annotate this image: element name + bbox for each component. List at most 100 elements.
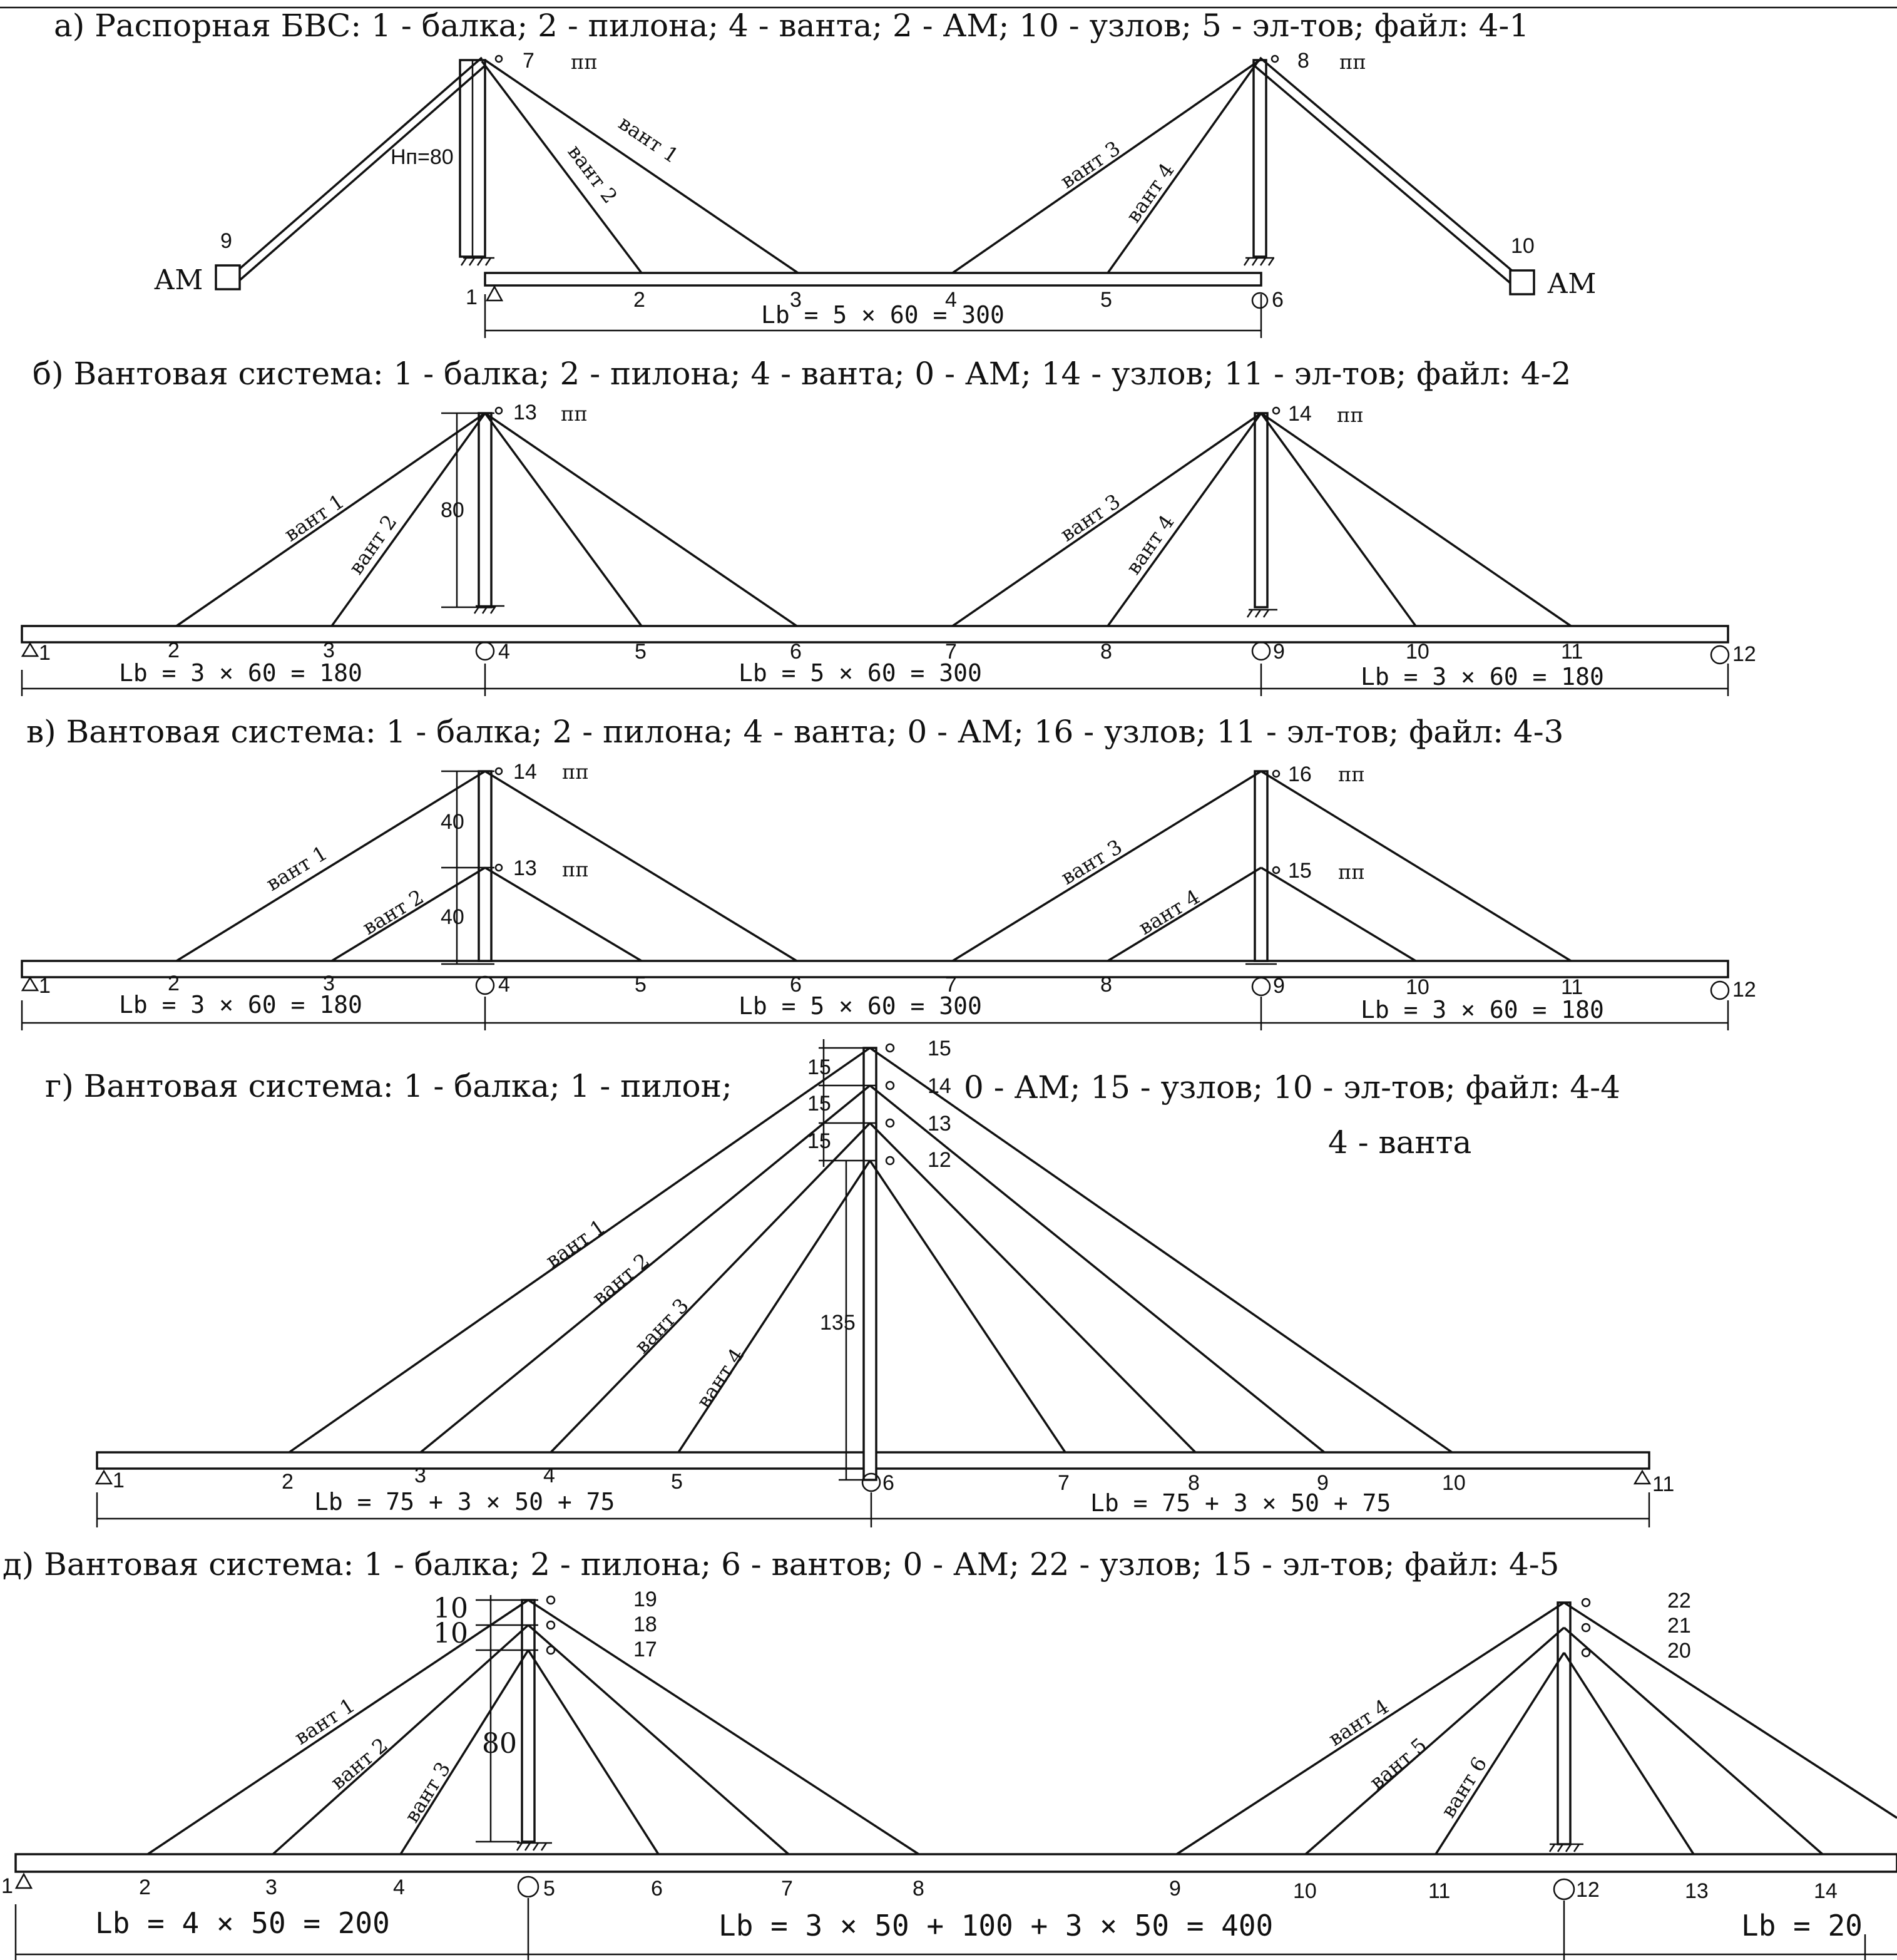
panel-d-pylon-right — [1557, 1601, 1572, 1845]
panel-v-deck — [21, 960, 1729, 978]
panel-v-title: в) Вантовая система: 1 - балка; 2 - пило… — [26, 714, 1563, 750]
cable — [1563, 1626, 1824, 1855]
cable-label: вант 2 — [563, 140, 623, 208]
span-dimension: Lb = 5 × 60 = 300 — [761, 301, 1005, 329]
panel-v: в) Вантовая система: 1 - балка; 2 - пило… — [21, 714, 1756, 1030]
cable-label: вант 4 — [1135, 885, 1204, 940]
height-label: 80 — [482, 1728, 517, 1760]
pp-label: пп — [1339, 50, 1366, 74]
cable-label: вант 2 — [359, 885, 428, 940]
node-label: 4 — [498, 640, 510, 664]
panel-g: г) Вантовая система: 1 - балка; 1 - пило… — [45, 1037, 1674, 1527]
node-label: 4 — [498, 973, 510, 997]
node-label: 22 — [1667, 1589, 1691, 1613]
node-label: 3 — [265, 1875, 277, 1899]
span-dimension: Lb = 3 × 60 = 180 — [1361, 996, 1604, 1024]
pp-label: пп — [562, 760, 589, 784]
node-label: 8 — [1100, 640, 1112, 664]
panel-d-pylon-left — [521, 1599, 536, 1843]
pp-label: пп — [1338, 860, 1365, 884]
node-label: 2 — [282, 1470, 294, 1494]
cable — [1107, 412, 1262, 627]
node-label: 5 — [543, 1877, 555, 1901]
node-label: 5 — [1100, 288, 1112, 312]
node-label: 7 — [523, 49, 534, 73]
pylon-top-node-icon — [1271, 54, 1279, 63]
node-label: 6 — [1272, 288, 1284, 312]
cable — [1260, 770, 1572, 962]
pp-label: пп — [571, 50, 598, 74]
node-label: 12 — [1576, 1878, 1600, 1902]
pylon-top-node-icon — [494, 406, 503, 415]
pinned-support-icon — [95, 1469, 113, 1485]
pylon-top-node-icon — [494, 54, 503, 63]
pylon-node-icon — [885, 1118, 895, 1128]
span-dimension: Lb = 3 × 50 + 100 + 3 × 50 = 400 — [718, 1909, 1273, 1942]
node-label: 9 — [1273, 640, 1285, 664]
pylon-node-icon — [546, 1620, 556, 1630]
roller-support-icon — [475, 641, 495, 661]
node-label: 4 — [543, 1464, 555, 1487]
roller-support-icon — [1553, 1878, 1575, 1901]
pylon-node-icon — [885, 1080, 895, 1090]
cable-label: вант 4 — [692, 1344, 749, 1413]
cable — [527, 1624, 790, 1855]
cable — [289, 1047, 871, 1454]
node-label: 11 — [1428, 1879, 1450, 1903]
height-label: 40 — [441, 905, 464, 929]
span-dimension: Lb = 3 × 60 = 180 — [119, 991, 362, 1018]
cable — [481, 60, 643, 274]
span-dimension: Lb = 75 + 3 × 50 + 75 — [1090, 1489, 1391, 1517]
cable-label: вант 2 — [326, 1733, 392, 1794]
roller-support-icon — [1251, 977, 1271, 997]
anchor-block-icon — [215, 264, 241, 290]
node-label: 6 — [651, 1877, 663, 1901]
node-label: 10 — [1511, 234, 1535, 258]
pinned-support-icon — [1633, 1469, 1652, 1485]
node-label: 13 — [1685, 1879, 1709, 1903]
cable-label: вант 3 — [1056, 136, 1125, 193]
node-label: 15 — [1288, 859, 1312, 883]
cable — [869, 1160, 1066, 1453]
pp-label: пп — [561, 402, 588, 426]
cable — [419, 1084, 871, 1454]
height-label: 135 — [820, 1311, 856, 1335]
cable — [484, 412, 643, 627]
cable-label: вант 1 — [280, 489, 349, 546]
panel-g-title-right: 0 - АМ; 15 - узлов; 10 - эл-тов; файл: 4… — [964, 1069, 1620, 1106]
node-label: 14 — [513, 760, 537, 784]
cable — [330, 412, 486, 627]
panel-g-title-left: г) Вантовая система: 1 - балка; 1 - пило… — [45, 1068, 732, 1104]
node-label: 9 — [1273, 974, 1285, 998]
node-label: 2 — [139, 1875, 151, 1899]
pylon-node-icon — [494, 863, 503, 872]
pylon-node-icon — [1272, 866, 1281, 875]
node-label: 4 — [393, 1875, 405, 1899]
fixed-support-icon — [460, 257, 494, 266]
cable-label: вант 3 — [630, 1293, 693, 1358]
node-label: 2 — [168, 972, 180, 995]
cable — [484, 770, 797, 962]
node-label: 1 — [466, 285, 478, 309]
cable — [147, 1599, 529, 1855]
cable — [399, 1650, 529, 1855]
cable-label: вант 3 — [400, 1758, 456, 1827]
cable-label: вант 2 — [588, 1248, 654, 1310]
back-stay — [235, 64, 487, 284]
node-label: 4 — [945, 288, 957, 312]
height-label: 40 — [441, 810, 464, 834]
node-label: 3 — [323, 639, 335, 662]
panel-a-pylon-right — [1252, 59, 1267, 258]
pylon-height-label: 80 — [441, 498, 464, 522]
pylon-node-icon — [1272, 769, 1281, 778]
pylon-height-label: Нп=80 — [391, 145, 454, 169]
node-label: 6 — [882, 1471, 894, 1495]
cable — [484, 412, 797, 627]
pylon-node-icon — [1581, 1648, 1591, 1658]
cable-label: вант 1 — [541, 1214, 610, 1272]
node-label: 10 — [1442, 1471, 1466, 1495]
node-label: 9 — [220, 229, 232, 253]
node-label: 5 — [635, 973, 647, 997]
cable-label: вант 3 — [1056, 489, 1125, 546]
